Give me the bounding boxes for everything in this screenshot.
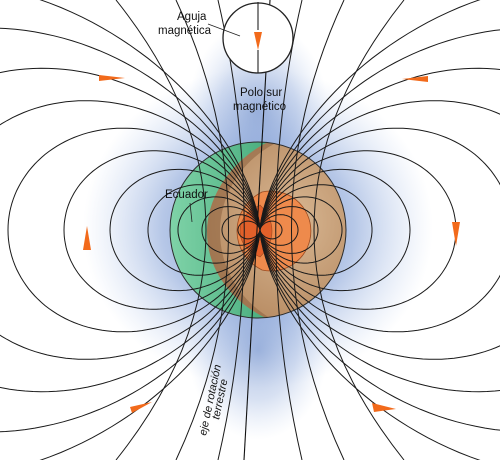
rotation-axis [243,0,271,460]
polar-field-line-4 [115,0,207,460]
arrow-top-left [99,75,125,81]
field-line-3 [221,214,261,246]
equator-label-leader [189,202,193,223]
compass-needle [222,2,294,74]
field-line-20 [259,29,500,431]
needle-label-line2: magnética [158,25,212,37]
field-line-7 [177,196,261,264]
polar-field-line-3 [291,0,345,460]
field-direction-arrows [83,75,460,413]
needle-arrow [254,32,262,50]
needle-label-leader [207,23,241,37]
field-line-11 [109,168,261,292]
field-line-17 [0,100,261,360]
field-line-14 [259,127,500,333]
field-line-18 [259,67,500,393]
equator-label: Ecuador [165,189,208,201]
polar-field-line-1 [217,0,245,460]
arrow-bottom-right [372,403,396,412]
pole-label-line2: magnético [233,101,286,113]
field-line-19 [0,67,261,393]
field-line-4 [259,206,319,254]
field-line-16 [259,100,500,360]
field-line-10 [259,168,411,292]
field-line-21 [0,27,261,433]
earth-mantle-shade [207,142,274,318]
arrow-mid-left [83,226,91,250]
field-line-23 [39,0,261,460]
pole-label-line1: Polo sur [240,87,282,99]
polar-field-line-5 [313,0,405,460]
field-line-13 [63,150,261,310]
polar-field-line-0 [175,0,229,460]
arrow-bottom-left [130,402,152,413]
field-line-22 [259,0,481,460]
field-line-0 [259,220,283,240]
field-line-2 [259,214,299,246]
polar-field-line-2 [275,0,303,460]
arrow-top-right [402,76,428,82]
field-line-15 [7,127,261,333]
arrow-mid-right [452,222,460,246]
field-line-6 [259,196,343,264]
needle-label-line1: Aguja [177,11,207,23]
field-line-5 [201,206,261,254]
